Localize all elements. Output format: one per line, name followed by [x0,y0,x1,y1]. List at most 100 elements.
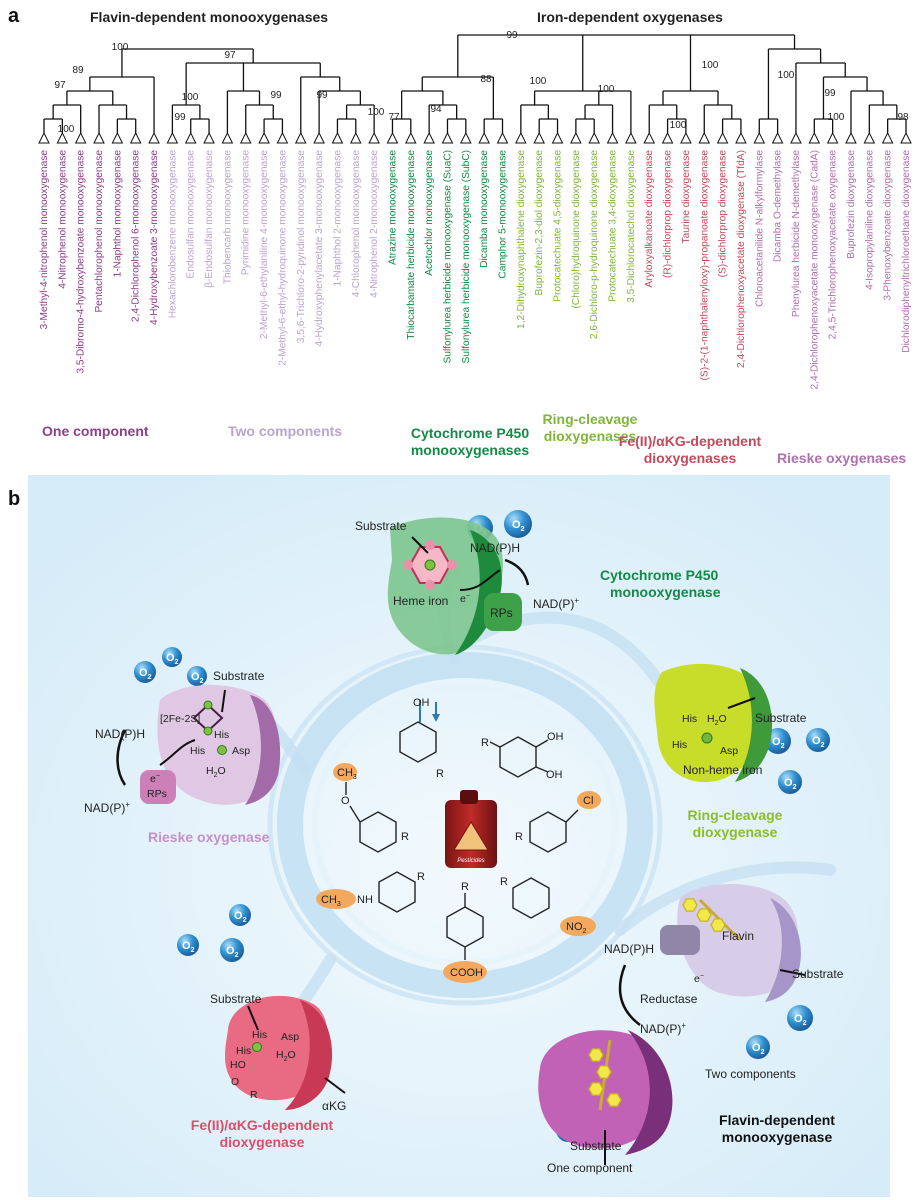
o2-bubble [229,904,251,926]
panel-b-letter: b [8,488,20,510]
tree-leaf-label: 2,4-Dichlorophenoxyacetate monooxygenase… [809,150,820,390]
tree-leaf-marker [625,131,637,144]
bootstrap-value: 99 [824,88,836,99]
bootstrap-value: 97 [54,80,66,91]
akg-title-line1: Fe(II)/αKG-dependent [191,1117,334,1133]
flavin-ring [588,1048,604,1062]
tree-leaf-label: β-Endosulfan monooxygenase [204,150,215,288]
rieske-water-label: H2O [206,765,226,779]
tree-leaf-marker [258,131,270,144]
tree-leaf-marker [368,131,380,144]
tree-leaf-label: Pyrimidine monooxygenase [241,150,252,275]
akg-r-label: R [250,1089,258,1101]
tree-leaf-marker [808,131,821,144]
flavin-cofactor-rings [588,898,726,1107]
tree-leaf-label: Thiocarbamate herbicide monooxygenase [406,150,417,340]
tree-leaf-marker [771,131,784,144]
akg-enzyme [225,995,346,1110]
tree-leaf-marker [386,131,399,144]
tree-leaf-label: 3,5-Dibromo-4-hydroxybenzoate monooxygen… [76,150,87,374]
tree-leaf-label: Dicamba monooxygenase [479,150,490,268]
p450-rps-label: RPs [490,606,513,620]
tree-leaf-label: Camphor 5-monooxygenase [498,150,509,279]
tree-leaf-label: Buprofezin dioxygenase [846,150,857,259]
bootstrap-value: 88 [480,74,492,85]
flavin-reductase-label: Reductase [640,992,698,1006]
tree-leaf-label: 3-Phenoxybenzoate dioxygenase [883,150,894,301]
o2-label: O2 [166,652,179,666]
tree-leaf-label: Acetochlor monooxygenase [424,150,435,276]
tree-leaf-marker [606,131,619,144]
tree-leaf-marker [166,131,179,144]
rieske-cluster-label: [2Fe-2S] [160,713,200,725]
o2-bubble [746,1035,770,1059]
bootstrap-value: 77 [388,112,400,123]
o2-label: O2 [512,519,525,533]
tree-leaf-marker [716,131,729,144]
o2-bubble [134,661,156,683]
tree-leaf-marker [441,131,454,144]
bootstrap-value: 100 [828,112,845,123]
o2-label: O2 [784,777,797,791]
tree-leaf-label: 2,4,5-Trichlorophenoxyacetate oxygenase [828,150,839,340]
flavin-ring [596,1065,612,1079]
rieske-his2-label: His [190,745,205,757]
chem-phenol-r-label: R [436,768,444,780]
tree-leaf-marker [129,131,142,144]
tree-leaf-label: (S)-dichlorprop dioxygenase [718,150,729,278]
bootstrap-value: 98 [897,112,909,123]
o2-bubble [765,728,791,754]
tree-leaf-label: Buprofezin-2,3-diol dioxygenase [534,150,545,296]
rieske-title: Rieske oxygenase [148,829,270,845]
tree-leaf-marker [349,131,362,144]
tree-leaf-marker [221,131,234,144]
ring-water-label: H2O [707,713,727,727]
tree-leaf-label: Phenylurea herbicide N-demethylase [791,150,802,317]
chem-amine-ch3: CH3 [321,894,341,908]
tree-leaf-marker [38,131,50,144]
akg-his2-label: His [236,1045,251,1057]
tree-leaf-label: Chloroacetanilide N-alkylformylase [754,150,765,307]
tree-leaf-label: Endosulfan monooxygenase [186,150,197,279]
tree-leaf-marker [203,131,215,144]
akg-substrate-label: Substrate [210,992,262,1006]
rieske-nadph-label: NAD(P)H [95,727,145,741]
ring-iron-label: Non-heme iron [683,763,762,777]
rieske-his1-label: His [214,729,229,741]
tree-leaf-label: 4-Isopropylaniline dioxygenase [864,150,875,290]
o2-label: O2 [139,667,152,681]
chem-cl-label: Cl [583,795,593,807]
tree-leaf-marker [753,131,766,144]
group-label-akg-line1: Fe(II)/αKG-dependent [619,433,762,449]
tree-leaf-marker [661,131,674,144]
tree-leaf-marker [93,131,105,144]
tree-leaf-marker [845,131,857,144]
tree-leaf-marker [331,131,344,144]
chem-no2-label: NO2 [566,921,587,935]
chem-catechol-r: R [481,737,489,749]
chem-ether-r: R [401,831,409,843]
group-label-two-components: Two components [228,423,342,439]
chem-catechol-oh1: OH [547,731,564,743]
o2-label: O2 [191,671,204,685]
tree-leaf-marker [478,131,490,144]
bootstrap-value: 89 [72,65,84,76]
p450-nadp-label: NAD(P)+ [533,596,579,611]
flavin-substrate-label: Substrate [792,967,844,981]
ring-asp-label: Asp [720,745,738,757]
tree-leaf-label: 4-Hydroxyphenylacetate 3-monooxygenase [314,150,325,347]
rieske-substrate-label: Substrate [213,669,265,683]
chem-catechol-oh2: OH [546,769,563,781]
akg-ho-label: HO [230,1059,246,1071]
bootstrap-value: 99 [506,30,518,41]
tree-leaf-marker [111,131,124,144]
akg-o-label: O [231,1076,239,1088]
chem-amine-r: R [417,871,425,883]
rieske-rps-label: RPs [147,788,167,800]
tree-leaf-marker [551,131,564,144]
tree-leaf-marker [698,131,711,144]
tree-leaf-label: Sulfonylurea herbicide monooxygenase (Su… [442,150,453,364]
tree-leaf-label: 4-Nitrophenol monooxygenase [57,150,68,289]
